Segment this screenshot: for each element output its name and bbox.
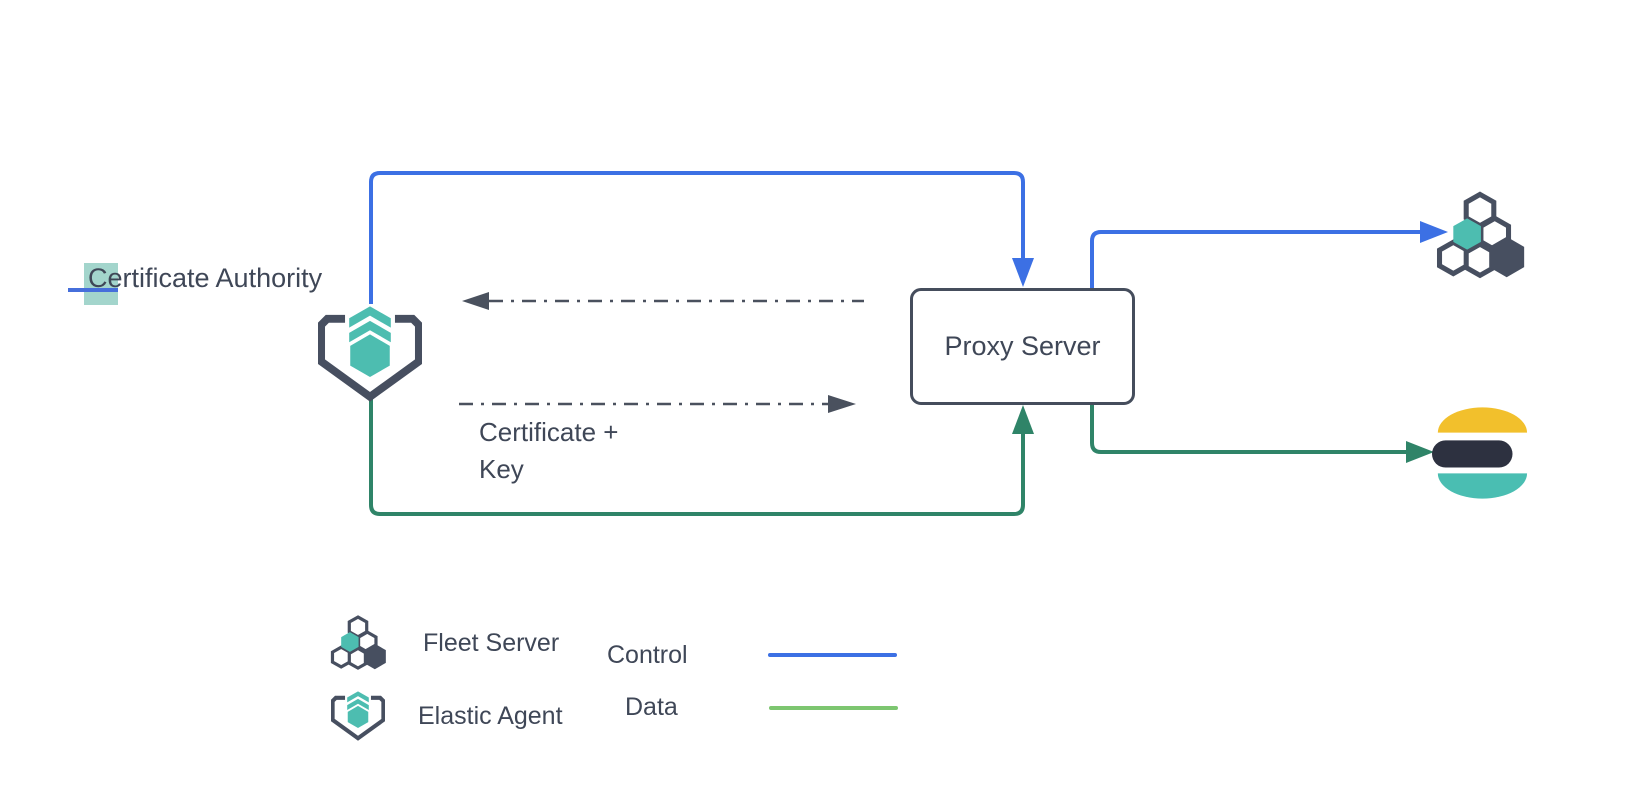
certificate-key-label: Certificate + Key [479, 414, 618, 488]
arrowhead-down-icon [1012, 258, 1034, 287]
certificate-key-dashed-arrow [459, 395, 856, 413]
arrowhead-right-icon [1406, 441, 1434, 463]
certificate-key-label-line1: Certificate + [479, 417, 619, 447]
text-selection-highlight [84, 263, 118, 305]
certificate-request-dashed-arrow [462, 292, 864, 310]
data-flow-agent-to-proxy [369, 394, 1034, 516]
legend-control-label: Control [607, 641, 688, 669]
elastic-agent-icon [331, 691, 385, 741]
elastic-agent-icon [318, 306, 422, 402]
certificate-authority-label: Certificate Authority [88, 263, 322, 293]
certificate-key-label-line2: Key [479, 454, 524, 484]
data-flow-proxy-to-elasticsearch [1090, 405, 1434, 463]
control-flow-agent-to-proxy [369, 171, 1034, 304]
legend-control-line-sample [768, 653, 897, 657]
certificate-authority-selected-char: C [88, 263, 108, 293]
control-flow-proxy-to-fleet [1090, 221, 1448, 288]
fleet-server-icon [330, 615, 386, 670]
fleet-server-icon [1436, 191, 1525, 279]
legend-fleet-server-label: Fleet Server [423, 629, 560, 657]
text-cursor-underline [68, 288, 118, 292]
certificate-authority-label-rest: ertificate Authority [107, 263, 323, 293]
proxy-server-label: Proxy Server [944, 331, 1101, 361]
arrowhead-left-icon [462, 292, 489, 310]
arrowhead-up-icon [1012, 405, 1034, 434]
legend-data-line-sample [769, 706, 898, 710]
arrowhead-right-icon [1420, 221, 1448, 243]
elasticsearch-logo [1432, 407, 1528, 499]
legend-elastic-agent-label: Elastic Agent [418, 702, 563, 730]
arrowhead-right-icon [828, 395, 856, 413]
legend-data-label: Data [625, 693, 678, 721]
proxy-server-node: Proxy Server [910, 288, 1135, 405]
